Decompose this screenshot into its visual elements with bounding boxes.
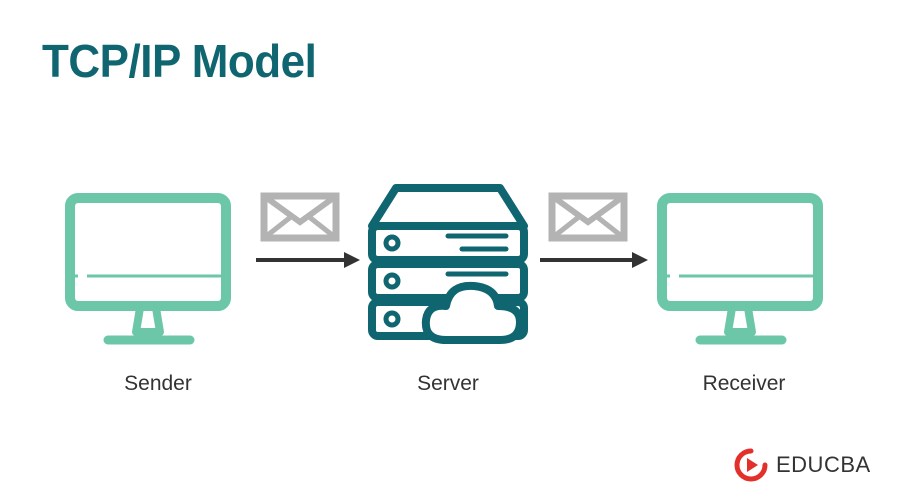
educba-logo-icon [734,448,768,482]
receiver-label: Receiver [702,372,786,395]
envelope-icon [548,192,628,242]
server-label: Server [417,372,479,395]
brand-logo: EDUCBA [734,448,871,482]
arrow-icon [256,252,360,268]
envelope-icon [260,192,340,242]
brand-name: EDUCBA [776,452,871,477]
sender-label: Sender [124,372,192,395]
cloud-icon [421,281,524,344]
page-title: TCP/IP Model [42,36,317,88]
sender-monitor-icon [65,193,231,345]
receiver-monitor-icon [657,193,823,345]
arrow-icon [540,252,648,268]
